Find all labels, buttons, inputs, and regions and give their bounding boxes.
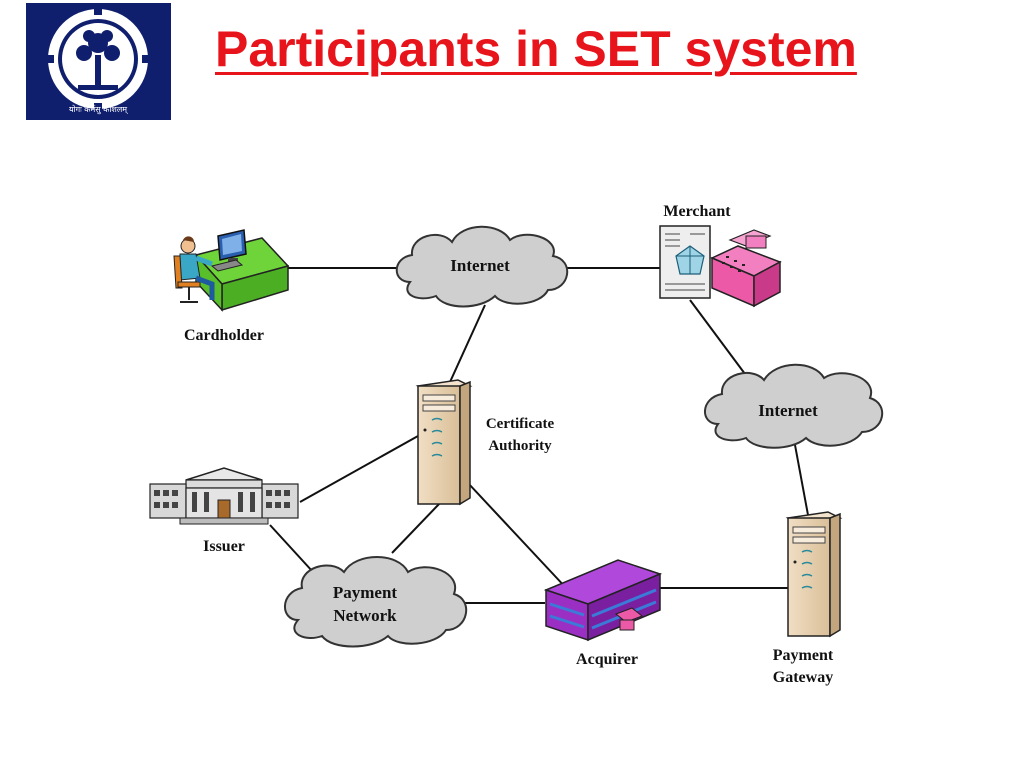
ca-label-2: Authority <box>488 438 552 454</box>
logo-emblem-icon: योगः कर्मसु कौशलम् <box>26 3 171 120</box>
payment-network-cloud: Payment Network <box>284 556 468 648</box>
line-internet2-gateway <box>794 444 809 516</box>
issuer-node: Issuer <box>149 467 299 555</box>
line-issuer-ca <box>299 435 419 503</box>
bank-building-icon <box>149 467 299 525</box>
acquirer-building-icon <box>543 559 663 642</box>
payment-gateway-node: Payment Gateway <box>773 511 843 686</box>
gateway-label-1: Payment <box>773 647 834 664</box>
cardholder-label: Cardholder <box>184 327 264 344</box>
line-merchant-internet2 <box>689 299 749 379</box>
payment-network-label-1: Payment <box>333 583 398 602</box>
cardholder-node: Cardholder <box>173 229 290 344</box>
line-ca-acquirer <box>467 482 569 591</box>
cloud-icon <box>284 556 468 648</box>
cloud-icon <box>704 363 884 449</box>
merchant-label: Merchant <box>663 203 731 220</box>
cash-register-icon <box>710 229 782 308</box>
acquirer-node: Acquirer <box>543 559 663 668</box>
internet-label-top: Internet <box>450 256 510 275</box>
cardholder-workstation-icon <box>173 229 290 312</box>
institute-logo: योगः कर्मसु कौशलम् <box>26 3 171 120</box>
connection-lines <box>269 267 809 604</box>
server-tower-icon <box>415 379 473 506</box>
cloud-icon <box>395 225 569 308</box>
line-ca-network <box>391 502 441 554</box>
acquirer-label: Acquirer <box>576 651 638 668</box>
line-issuer-network <box>269 524 314 573</box>
internet-cloud-top: Internet <box>395 225 569 308</box>
certificate-authority-node: Certificate Authority <box>415 379 555 506</box>
payment-network-label-2: Network <box>333 606 397 625</box>
server-tower-icon <box>785 511 843 638</box>
ca-label-1: Certificate <box>486 416 555 432</box>
merchant-node: Merchant <box>659 203 782 308</box>
line-internet-ca <box>449 304 486 383</box>
issuer-label: Issuer <box>203 538 245 555</box>
page-title: Participants in SET system <box>215 21 857 77</box>
internet-cloud-right: Internet <box>704 363 884 449</box>
internet-label-right: Internet <box>758 401 818 420</box>
logo-motto: योगः कर्मसु कौशलम् <box>69 104 129 115</box>
gateway-label-2: Gateway <box>773 669 833 686</box>
merchant-webpage-icon <box>659 225 711 299</box>
